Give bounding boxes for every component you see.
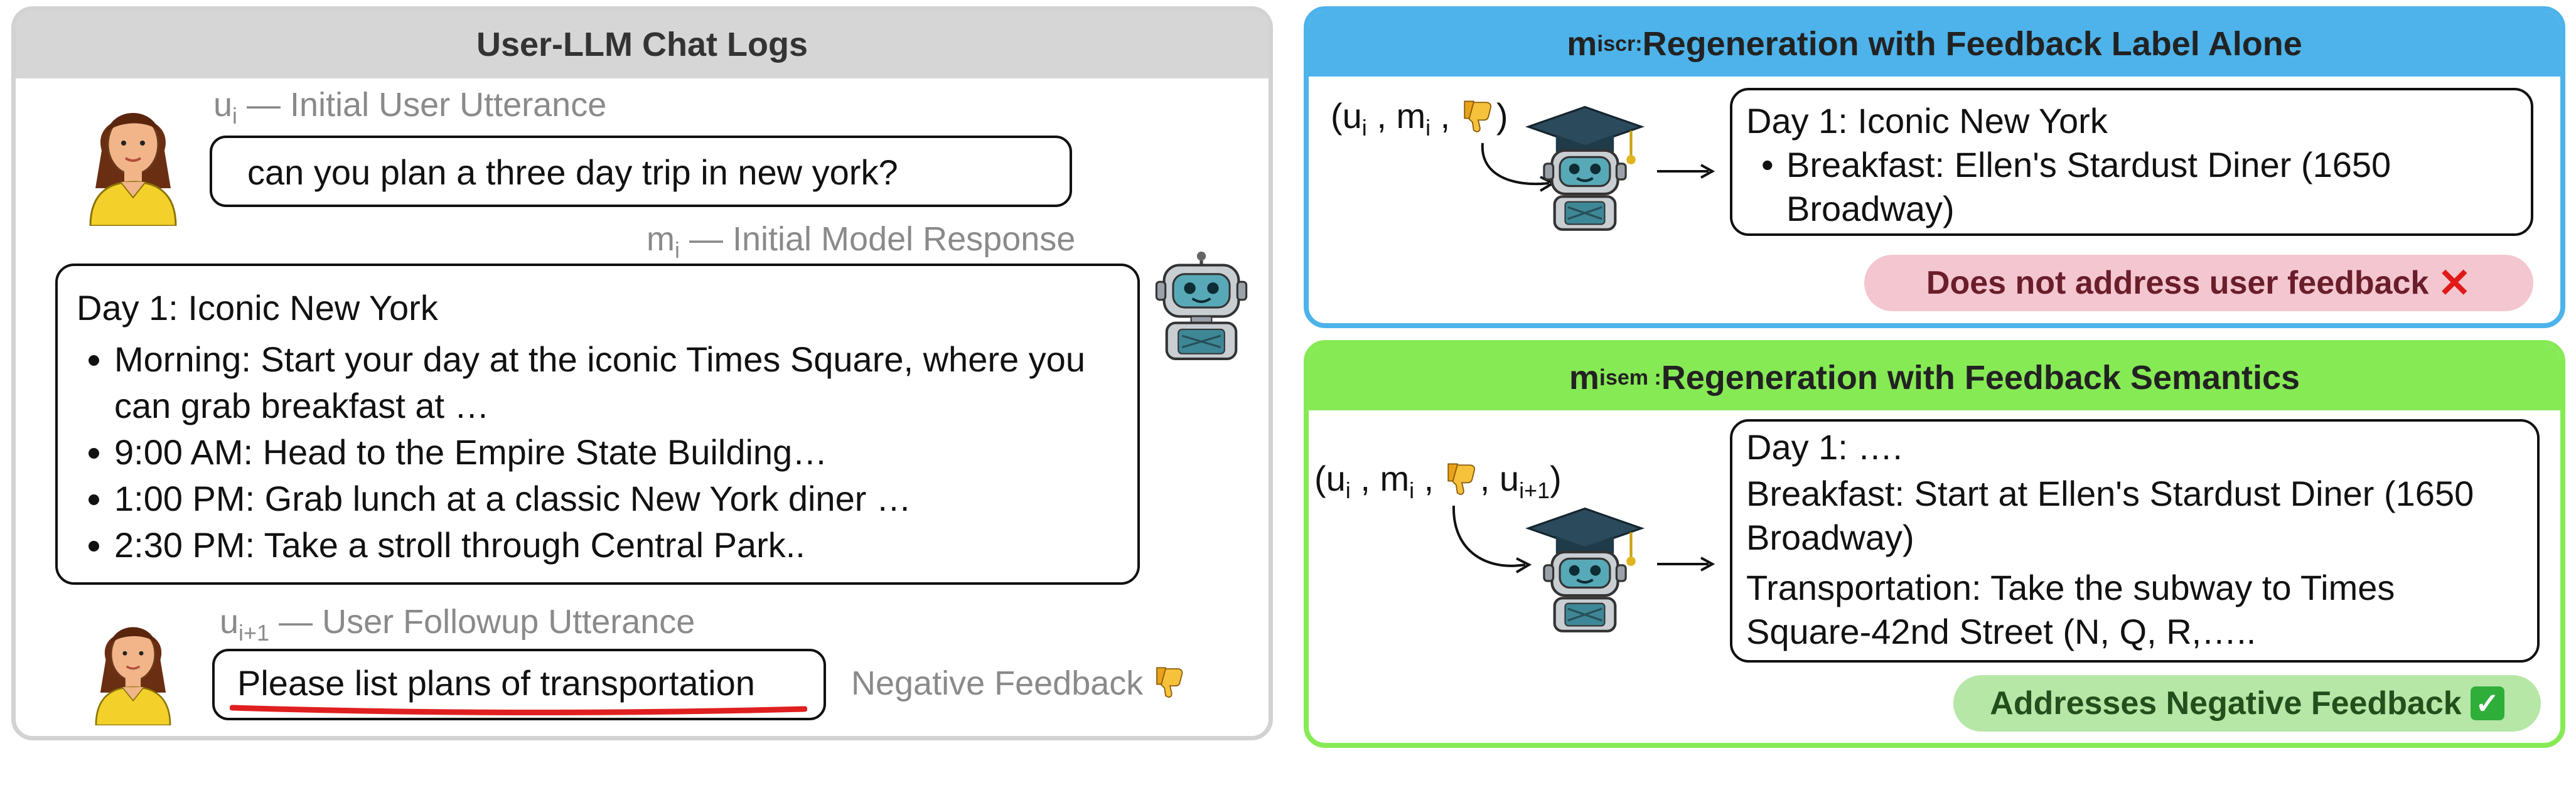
red-underline [230, 705, 807, 716]
initial-model-symbol: m [647, 220, 675, 258]
semantics-tuple: (ui , mi , , ui+1) [1314, 458, 1562, 504]
response-item: 2:30 PM: Take a stroll through Central P… [114, 522, 1119, 568]
label-alone-output-title: Day 1: Iconic New York [1746, 101, 2108, 141]
curved-arrow-icon [1452, 505, 1532, 573]
tuple-sub: i+1 [1519, 477, 1550, 504]
tuple-open: (u [1331, 96, 1362, 136]
graduation-robot-icon [1525, 100, 1645, 232]
initial-user-subscript: i [232, 102, 238, 129]
thumbs-down-icon [1152, 664, 1188, 700]
right-arrow-icon [1657, 557, 1715, 572]
tuple-open: (u [1314, 459, 1346, 498]
response-item: 1:00 PM: Grab lunch at a classic New Yor… [114, 476, 1119, 522]
label-alone-symbol: m [1567, 25, 1597, 63]
negative-feedback-label: Negative Feedback [851, 664, 1188, 703]
tuple-sep: , [1430, 96, 1460, 136]
semantics-symbol: m [1569, 359, 1599, 397]
initial-model-label: mi — Initial Model Response [647, 220, 1075, 264]
addresses-feedback-badge: Addresses Negative Feedback ✓ [1953, 675, 2541, 732]
woman-avatar-icon [83, 82, 183, 226]
label-alone-output-box: Day 1: Iconic New York • Breakfast: Elle… [1730, 88, 2533, 236]
followup-symbol: u [220, 603, 239, 641]
response-item: 9:00 AM: Head to the Empire State Buildi… [114, 429, 1119, 476]
woman-avatar-icon [83, 600, 183, 725]
does-not-address-text: Does not address user feedback [1926, 265, 2429, 301]
followup-label: ui+1 — User Followup Utterance [220, 602, 695, 646]
initial-user-bubble: can you plan a three day trip in new yor… [210, 136, 1072, 207]
label-alone-output-item: • Breakfast: Ellen's Stardust Diner (165… [1761, 143, 2514, 231]
thumbs-down-icon [1460, 98, 1496, 134]
initial-user-label: ui — Initial User Utterance [213, 85, 606, 129]
response-list: Morning: Start your day at the iconic Ti… [77, 336, 1119, 568]
tuple-sub: i [1361, 115, 1367, 141]
followup-bubble: Please list plans of transportation [212, 649, 826, 720]
bullet: • [1761, 145, 1774, 184]
graduation-robot-icon [1525, 502, 1645, 634]
initial-model-subscript: i [674, 237, 680, 263]
semantics-title-text: Regeneration with Feedback Semantics [1661, 359, 2300, 397]
addresses-feedback-text: Addresses Negative Feedback [1990, 685, 2462, 722]
followup-text: Please list plans of transportation [237, 663, 755, 703]
label-alone-output-item-text: Breakfast: Ellen's Stardust Diner (1650 … [1786, 145, 2391, 228]
response-item: Morning: Start your day at the iconic Ti… [114, 336, 1119, 429]
cross-mark-icon: ✕ [2437, 260, 2472, 306]
chat-logs-panel: User-LLM Chat Logs [11, 6, 1273, 740]
label-alone-title-text: Regeneration with Feedback Label Alone [1642, 25, 2302, 63]
chat-logs-title: User-LLM Chat Logs [16, 11, 1269, 78]
semantics-sup: sem : [1605, 365, 1661, 390]
tuple-sub: i [1409, 477, 1415, 504]
initial-user-symbol: u [213, 86, 233, 124]
tuple-mid: , m [1350, 459, 1410, 498]
semantics-sub: i [1599, 365, 1606, 390]
semantics-output-line1: Day 1: …. [1746, 427, 1902, 467]
semantics-output-line2: Breakfast: Start at Ellen's Stardust Din… [1746, 474, 2474, 557]
followup-subscript: i+1 [239, 619, 270, 646]
does-not-address-badge: Does not address user feedback ✕ [1864, 255, 2533, 311]
right-arrow-icon [1657, 164, 1715, 179]
tuple-close: ) [1550, 459, 1562, 498]
initial-model-label-text: — Initial Model Response [679, 220, 1076, 258]
thumbs-down-icon [1444, 461, 1480, 497]
tuple-mid: , m [1366, 96, 1426, 136]
initial-user-text: can you plan a three day trip in new yor… [247, 152, 898, 192]
response-day-title: Day 1: Iconic New York [77, 288, 438, 328]
check-mark-icon: ✓ [2470, 686, 2504, 720]
tuple-mid: , u [1479, 459, 1520, 498]
semantics-output-line3: Transportation: Take the subway to Times… [1746, 568, 2395, 651]
tuple-sub: i [1345, 477, 1351, 504]
negative-feedback-text: Negative Feedback [851, 664, 1144, 702]
tuple-close: ) [1496, 96, 1508, 136]
tuple-sub: i [1425, 115, 1431, 141]
label-alone-sup: scr: [1603, 31, 1643, 56]
label-alone-sub: i [1597, 31, 1604, 56]
tuple-sep: , [1414, 459, 1444, 498]
robot-icon [1150, 251, 1253, 360]
semantics-output-box: Day 1: …. Breakfast: Start at Ellen's St… [1730, 419, 2540, 663]
initial-model-response-box: Day 1: Iconic New York Morning: Start yo… [55, 264, 1140, 585]
initial-user-label-text: — Initial User Utterance [237, 86, 607, 124]
followup-label-text: — User Followup Utterance [269, 603, 695, 641]
label-alone-tuple: (ui , mi , ) [1331, 95, 1508, 141]
